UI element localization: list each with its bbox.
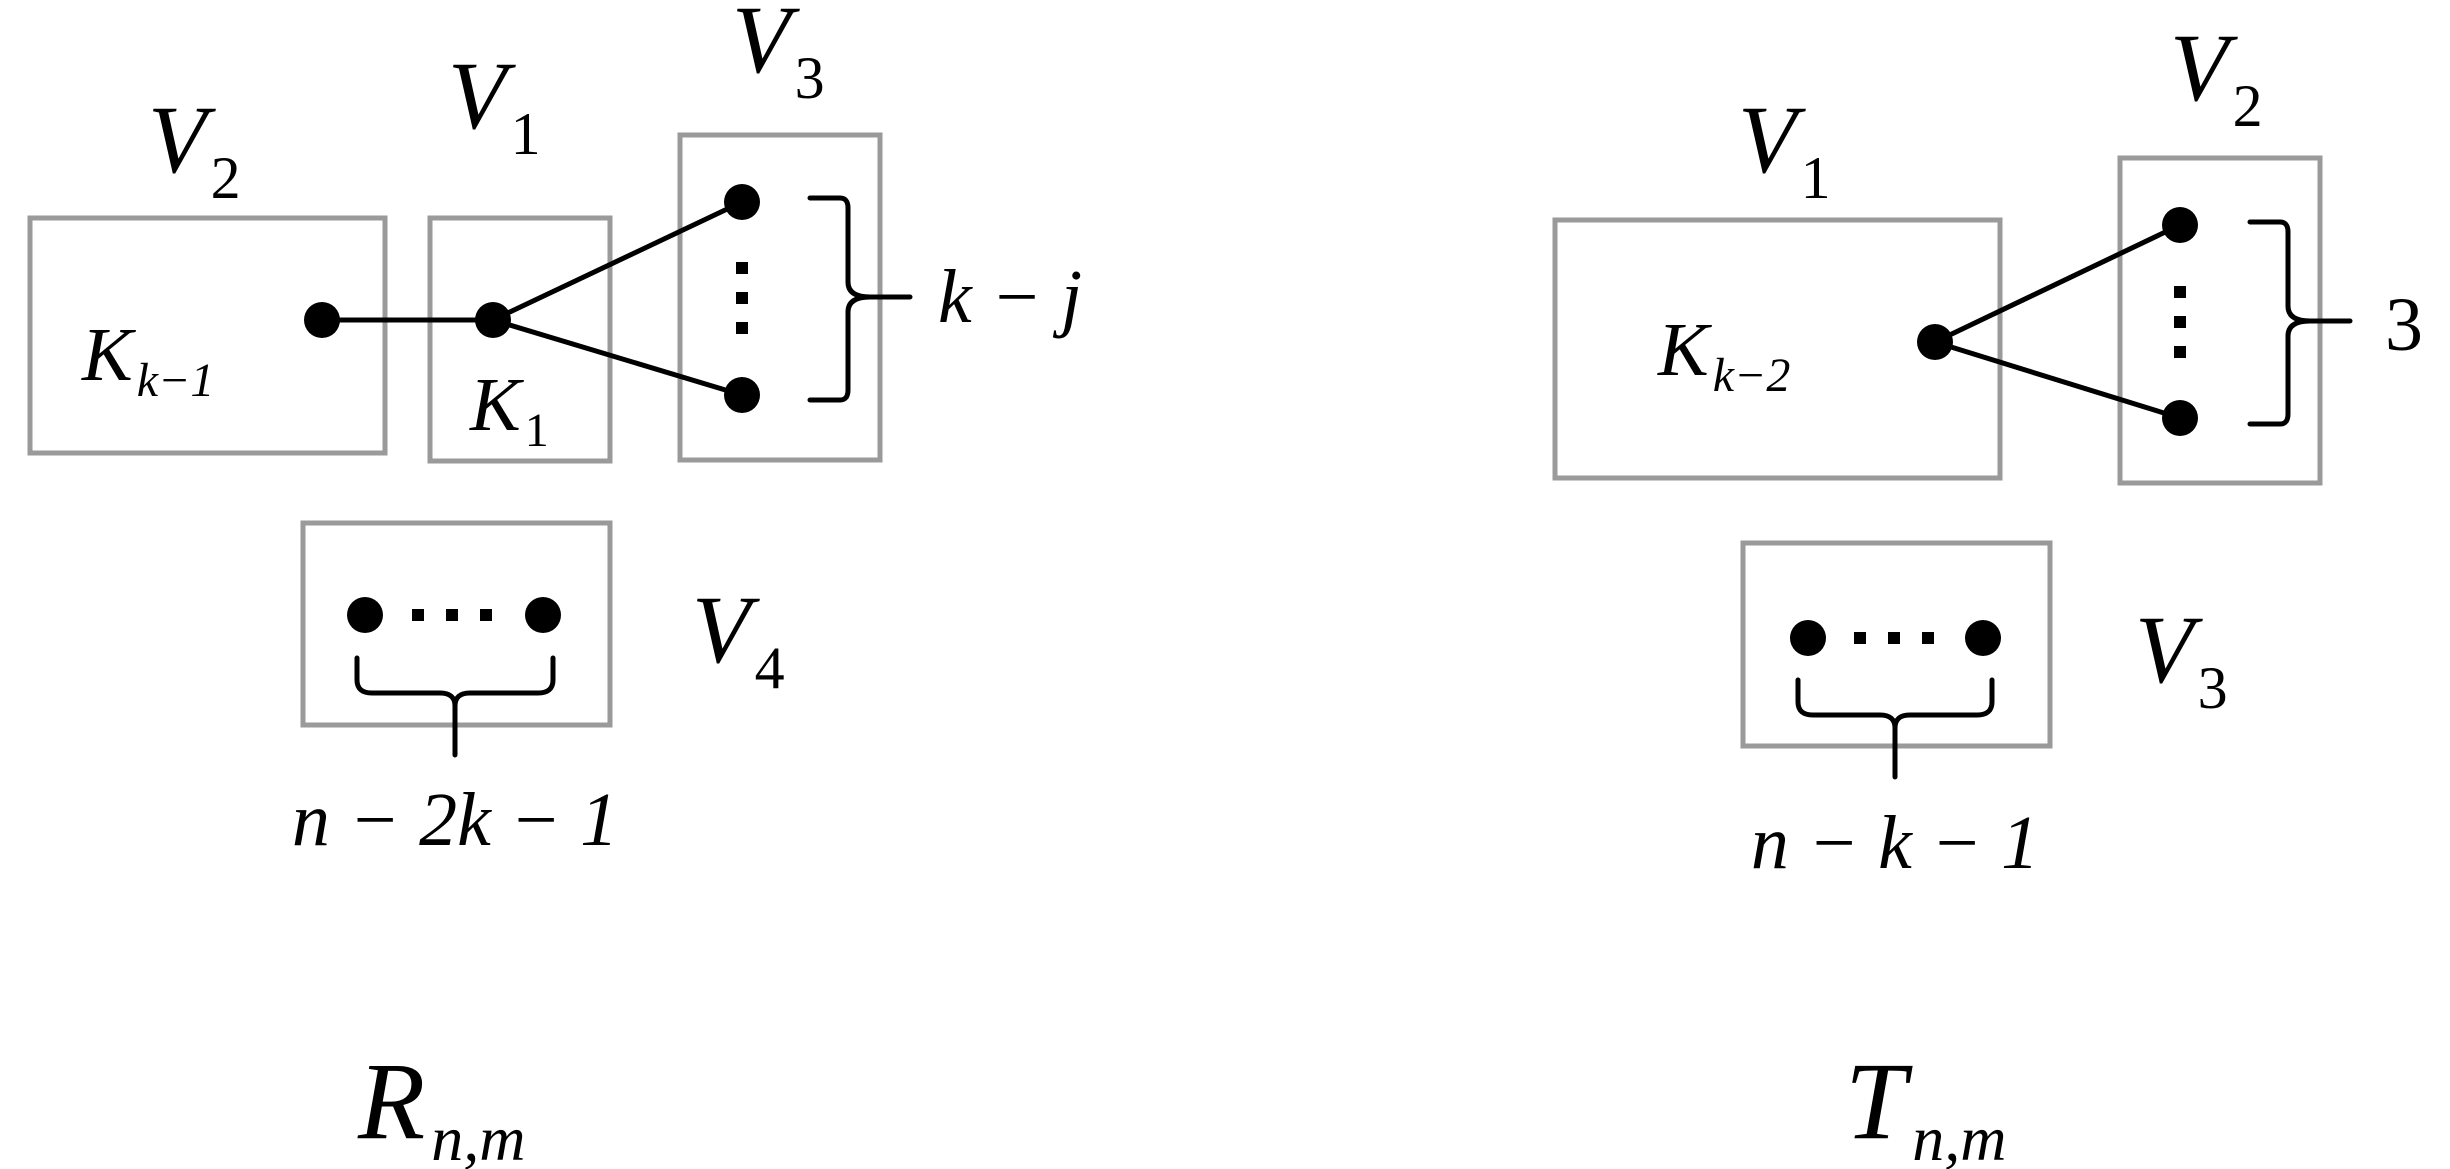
edge-k1-to-v3-bottom	[492, 317, 743, 398]
edge-k-right-to-v2-top	[1933, 222, 2182, 345]
set-v1-box	[427, 215, 613, 464]
label-v1: V1	[448, 42, 541, 167]
label-three: 3	[2385, 283, 2423, 367]
left-graph: k − j n − 2k − 1 V2 V1 V3 V4 Kk−1 K1 Rn,…	[27, 0, 1082, 1169]
brace-isolated-left	[354, 655, 556, 758]
node-v4-left	[347, 597, 383, 633]
node-v2-top	[2162, 207, 2198, 243]
node-v2-bottom	[2162, 400, 2198, 436]
label-k-minus-j: k − j	[938, 255, 1082, 339]
node-v3-right-right	[1965, 620, 2001, 656]
node-k-left	[304, 302, 340, 338]
edge-k-right-to-v2-bottom	[1934, 339, 2181, 421]
node-v4-right	[525, 597, 561, 633]
label-n-minus-k-minus-1: n − k − 1	[1751, 801, 2039, 885]
label-v3-right: V3	[2135, 596, 2228, 721]
set-v3-box-right	[1740, 540, 2053, 749]
label-v2: V2	[148, 86, 241, 211]
edge-k1-to-v3-top	[491, 199, 744, 323]
brace-isolated-right	[1795, 677, 1995, 780]
vertical-ellipsis-v3	[736, 262, 748, 334]
node-v3-left-right	[1790, 620, 1826, 656]
node-v3-top	[724, 184, 760, 220]
set-v4-box	[300, 520, 613, 728]
set-v1-box-right	[1552, 217, 2003, 481]
set-v2-box-right	[2117, 155, 2323, 486]
brace-k-minus-j	[807, 195, 913, 403]
set-v2-box	[27, 215, 388, 456]
brace-three	[2247, 219, 2353, 427]
label-v1-right: V1	[1738, 86, 1831, 211]
label-k-k-minus-2: Kk−2	[1657, 308, 1790, 402]
horizontal-ellipsis-v3-right	[1854, 632, 1934, 644]
node-v3-bottom	[724, 377, 760, 413]
right-graph: 3 n − k − 1 V1 V2 V3 Kk−2 Tn,m	[1552, 14, 2423, 1169]
vertical-ellipsis-v2-right	[2174, 286, 2186, 358]
node-k-right	[1917, 324, 1953, 360]
node-k1	[475, 302, 511, 338]
label-v2-right: V2	[2170, 14, 2263, 139]
label-v3: V3	[732, 0, 825, 111]
label-n-minus-2k-minus-1: n − 2k − 1	[292, 778, 618, 862]
label-k-1: K1	[469, 363, 549, 457]
graph-name-r: Rn,m	[357, 1040, 525, 1169]
graph-name-t: Tn,m	[1845, 1040, 2006, 1169]
label-v4: V4	[692, 576, 785, 701]
label-k-k-minus-1: Kk−1	[81, 313, 214, 407]
set-v3-box	[677, 132, 883, 463]
horizontal-ellipsis-v4	[412, 609, 492, 621]
